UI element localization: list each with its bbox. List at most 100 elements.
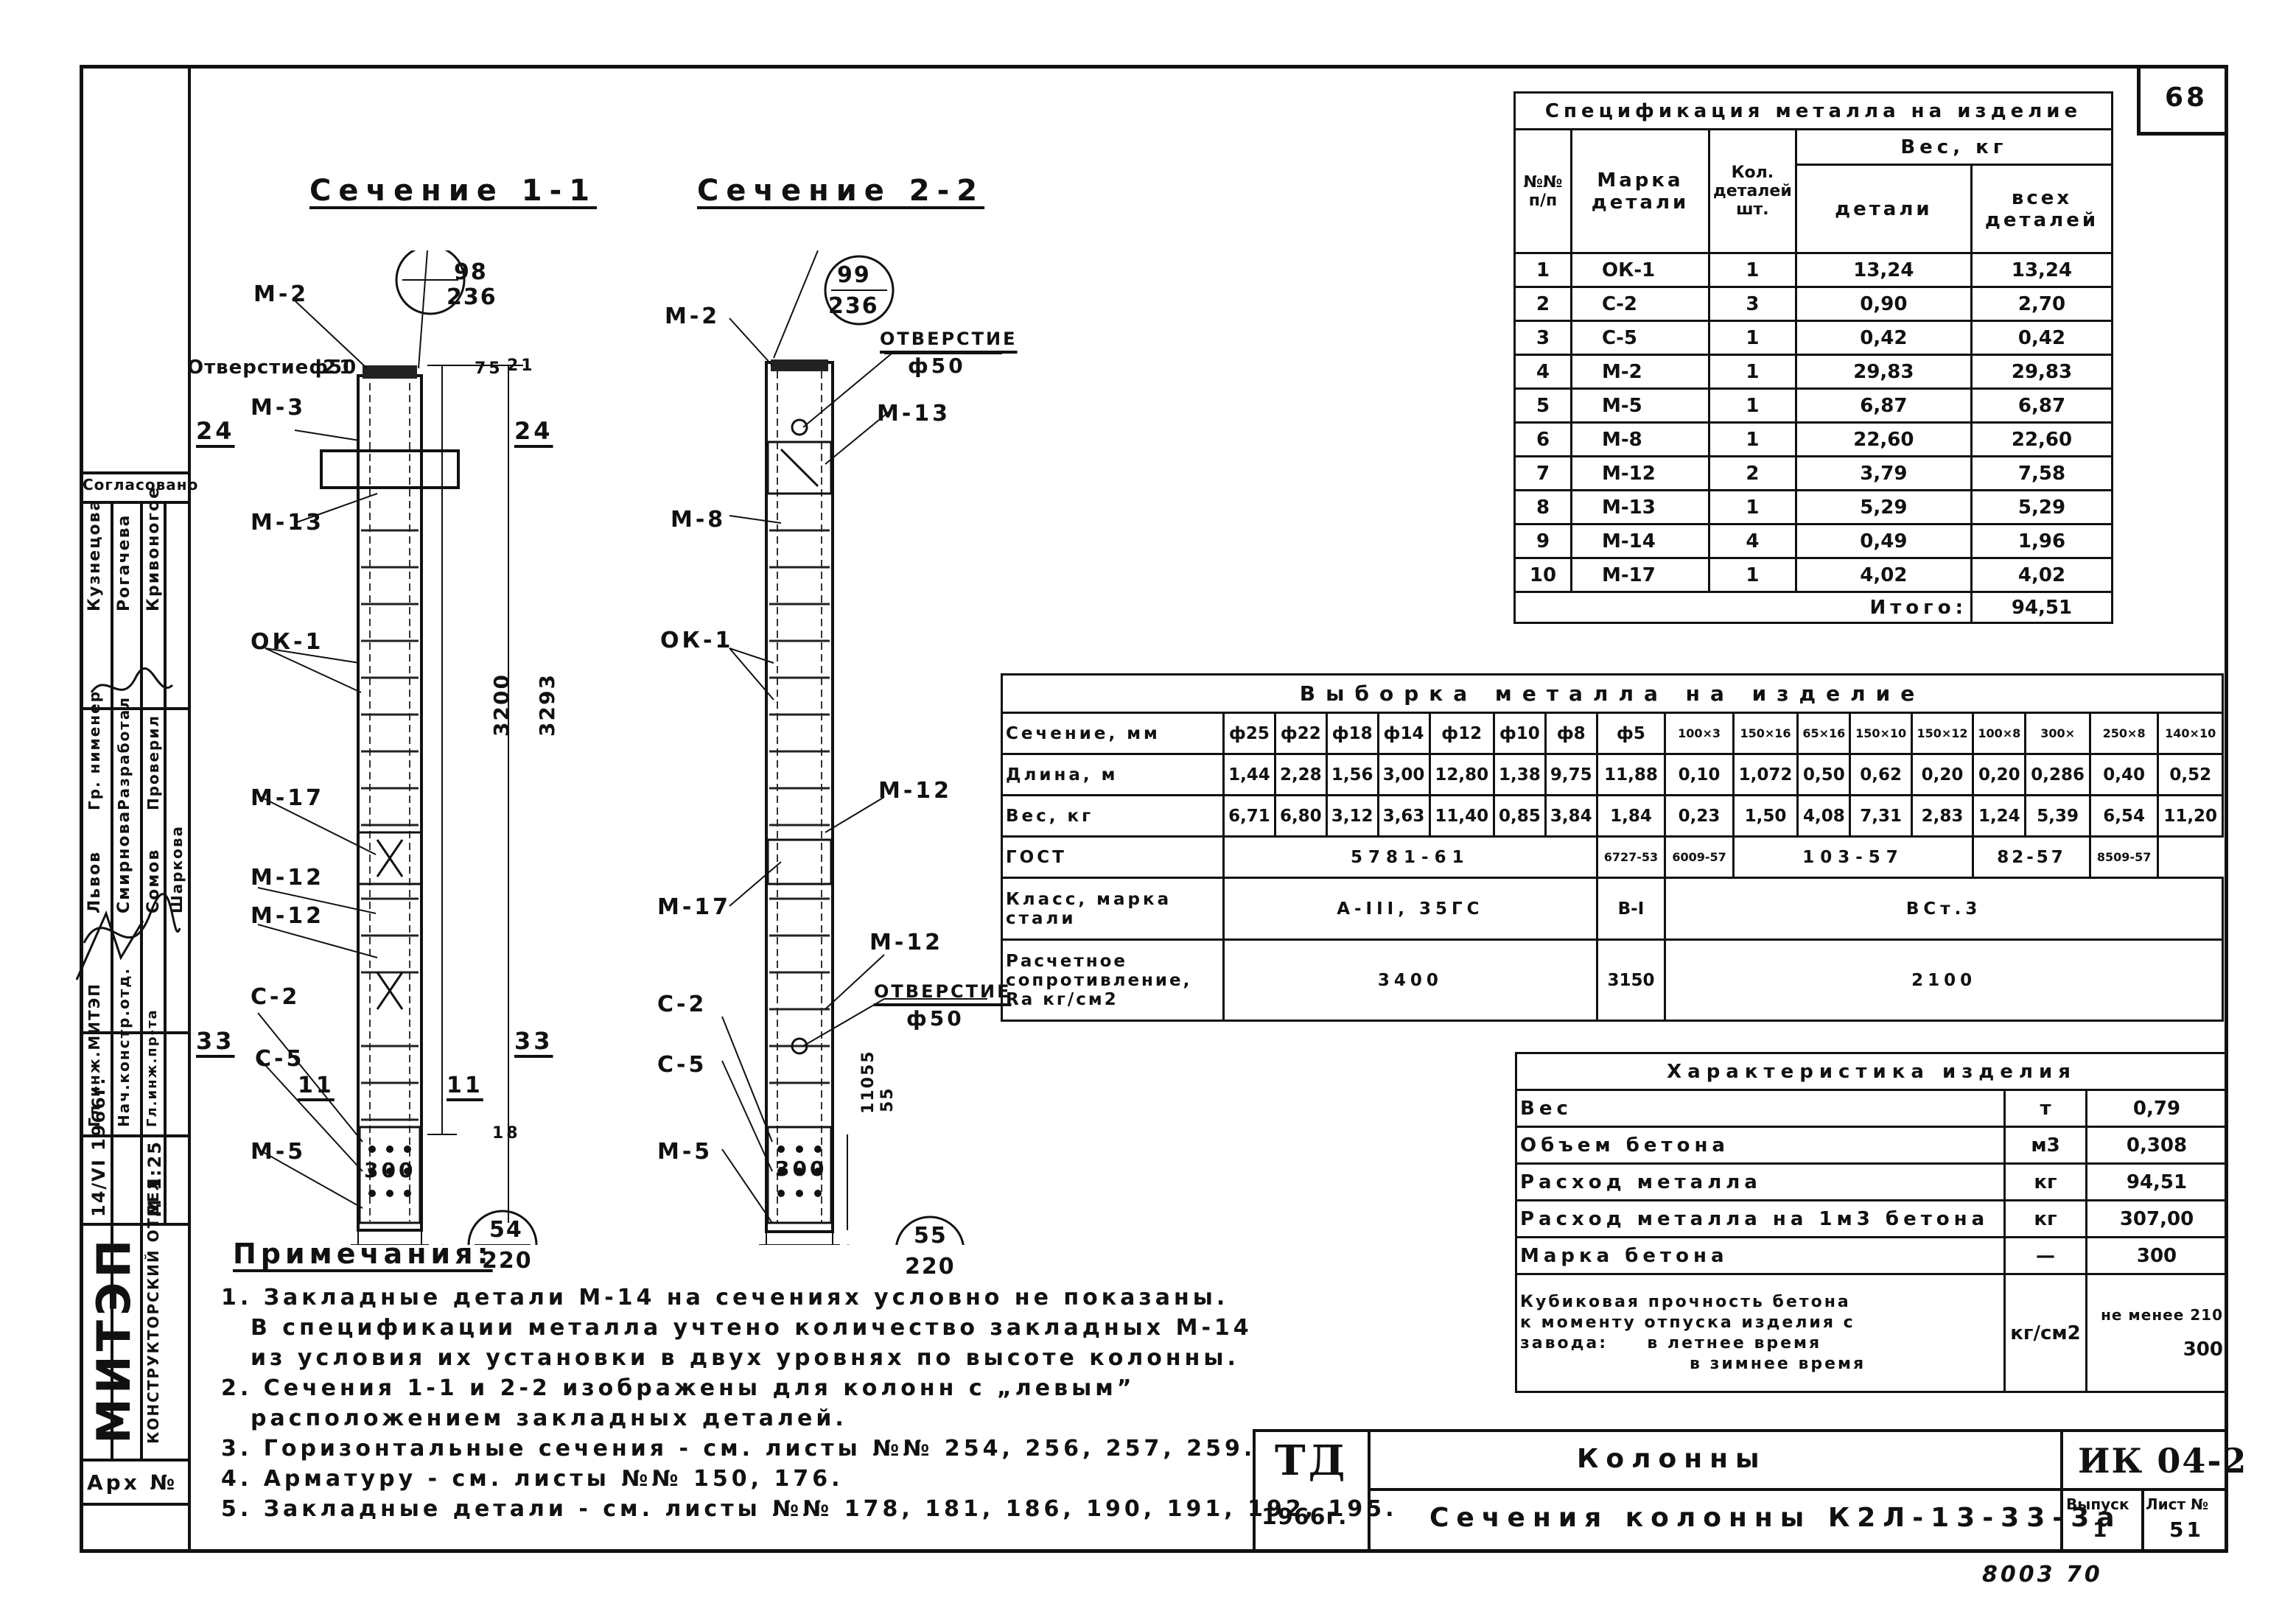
spec-cell: 10 [1513,557,1572,593]
s2-label-m12a: М-12 [878,778,953,804]
metal-weight-cell: 6,54 [2088,794,2160,838]
s1-label-24-left: 24 [196,417,235,445]
spec-cell: 3 [1513,320,1572,356]
section2-drawing [721,250,1002,1245]
spec-cell: 1 [1708,557,1797,593]
s1-dim-300: 300 [364,1158,416,1182]
s1-circle-bottom-den: 220 [482,1248,533,1274]
section1-drawing [257,250,538,1245]
metal-length-cell: 1,38 [1492,753,1547,796]
spec-cell: 2,70 [1970,286,2113,322]
note-line: В спецификации металла учтено количество… [251,1315,1253,1341]
metal-length-cell: 0,62 [1849,753,1913,796]
s2-dim-300: 300 [775,1157,827,1181]
s2-label-m2: М-2 [665,303,721,329]
spec-cell: М-14 [1570,523,1710,559]
s1-label-hole-dim: 21 [323,357,356,379]
metal-weight-cell: 3,84 [1544,794,1598,838]
s1-label-c5: С-5 [255,1046,305,1072]
metal-weight-cell: 3,12 [1325,794,1379,838]
spec-cell: 1 [1708,387,1797,424]
s1-label-11-left: 11 [298,1073,335,1098]
approver-1: Кузнецова [85,498,104,611]
char-row: Марка бетона—300 [1515,1236,2228,1275]
s1-label-m2: М-2 [253,281,309,307]
metal-weight-cell: 0,85 [1492,794,1547,838]
sheet-frame [80,65,2228,1553]
metal-length-cell: 0,50 [1796,753,1852,796]
spec-header-weight: Вес, кг [1794,128,2114,166]
spec-cell: 6,87 [1970,387,2113,424]
metal-steel-3: ВСт.3 [1664,877,2224,941]
char-cell: 300 [2085,1236,2228,1275]
s1-label-m17: М-17 [251,785,325,811]
archive-label: Арх № [87,1470,178,1495]
s2-label-c2: С-2 [657,992,707,1017]
spec-cell: 0,49 [1794,523,1973,559]
s2-label-c5: С-5 [657,1052,707,1078]
metal-weight-cell: 4,08 [1796,794,1852,838]
char-cell: кг [2003,1199,2087,1238]
spec-total-value: 94,51 [1970,591,2113,624]
char-cell: кг [2003,1162,2087,1201]
metal-section-cell: 65×16 [1796,712,1852,755]
dept-name: КОНСТРУКТОРСКИЙ ОТДЕЛ [144,1176,162,1444]
title-block-name: Колонны [1577,1444,1767,1474]
s2-label-m12b: М-12 [869,930,944,955]
metal-length-cell: 1,072 [1732,753,1799,796]
metal-section-cell: ф12 [1428,712,1495,755]
s1-label-m13: М-13 [251,510,325,536]
metal-label-gost: ГОСТ [1001,835,1225,879]
spec-cell: 13,24 [1970,252,2113,288]
title-block-code: ИК 04-2 [2078,1441,2248,1481]
metal-label-resistance: Расчетное сопротивление, Rа кг/см2 [1001,938,1225,1022]
metal-weight-cell: 11,20 [2157,794,2224,838]
metal-weight-cell: 3,63 [1376,794,1431,838]
metal-section-cell: 300× [2024,712,2091,755]
metal-section-cell: 100×3 [1664,712,1735,755]
metal-resistance-2: 3150 [1595,938,1667,1022]
s2-label-hole-bottom: ОТВЕРСТИЕ [874,981,1012,1002]
char-cell: Расход металла на 1м3 бетона [1515,1199,2006,1238]
spec-cell: 4,02 [1794,557,1973,593]
metal-gost-4: 103-57 [1732,835,1975,879]
note-line: 2. Сечения 1-1 и 2-2 изображены для коло… [221,1375,1135,1401]
metal-gost-1: 5781-61 [1222,835,1598,879]
char-cell: — [2003,1236,2087,1275]
metal-weight-cell: 11,40 [1428,794,1495,838]
spec-cell: 0,90 [1794,286,1973,322]
metal-length-cell: 0,286 [2024,753,2091,796]
spec-cell: 3 [1708,286,1797,322]
spec-cell: С-2 [1570,286,1710,322]
char-cell: 0,308 [2085,1126,2228,1165]
note-line: 4. Арматуру - см. листы №№ 150, 176. [221,1466,844,1492]
spec-total-label: Итого: [1796,591,1973,624]
metal-table-title: Выборка металла на изделие [1001,673,2224,714]
s2-dim-55a: 55 [859,1050,878,1076]
s2-dim-110: 110 [859,1076,878,1114]
notes-list: 1. Закладные детали М-14 на сечениях усл… [221,1285,1398,1526]
metal-length-cell: 0,40 [2088,753,2160,796]
title-block-subtitle: Сечения колонны К2Л-13-33-3а [1429,1503,2122,1533]
char-strength-label: Кубиковая прочность бетона к моменту отп… [1515,1273,2006,1393]
metal-section-cell: ф18 [1325,712,1379,755]
spec-cell: 2 [1708,455,1797,491]
spec-cell: 6,87 [1794,387,1973,424]
char-cell: Марка бетона [1515,1236,2006,1275]
note-line: 5. Закладные детали - см. листы №№ 178, … [221,1496,1398,1522]
metal-label-weight: Вес, кг [1001,794,1225,838]
signature-strokes [75,667,181,980]
spec-cell: 4,02 [1970,557,2113,593]
char-cell: Вес [1515,1089,2006,1128]
metal-section-cell: 150×12 [1910,712,1975,755]
s1-label-33-right: 33 [514,1027,553,1055]
spec-cell: 1 [1708,489,1797,525]
s1-dim-3200: 3200 [489,673,514,737]
metal-weight-cell: 5,39 [2024,794,2091,838]
s1-label-33-left: 33 [196,1027,235,1055]
note-line: 1. Закладные детали М-14 на сечениях усл… [221,1285,1229,1310]
